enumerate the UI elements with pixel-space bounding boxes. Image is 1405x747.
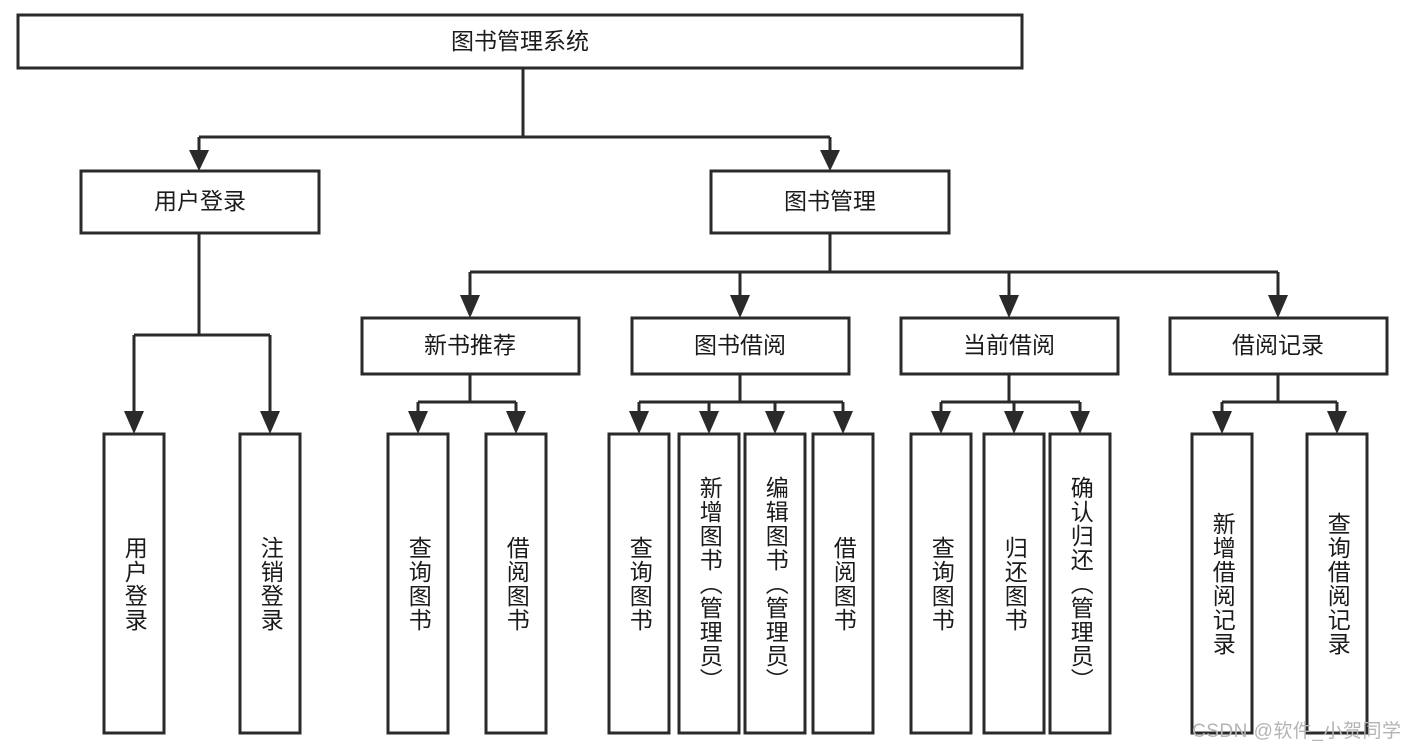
node-current-borrow-label: 当前借阅: [963, 332, 1055, 358]
arrow-head-leaf-borrow-book: [833, 411, 853, 434]
node-root[interactable]: 图书管理系统: [16, 13, 1024, 70]
node-leaf-confirm-return-rect[interactable]: [1048, 432, 1112, 735]
node-user-login[interactable]: 用户登录: [79, 169, 321, 235]
node-current-borrow[interactable]: 当前借阅: [899, 316, 1120, 376]
arrow-head-leaf-query-book-recommend: [408, 411, 428, 434]
arrow-head-leaf-query-borrow-record: [1327, 411, 1347, 434]
arrow-head-leaf-return-book: [1004, 411, 1024, 434]
connector-root-to-level2: [189, 68, 840, 171]
connector-user-login-group: [124, 233, 280, 434]
node-borrow-record[interactable]: 借阅记录: [1168, 316, 1389, 376]
arrow-head-leaf-query-book-current: [931, 411, 951, 434]
arrow-head-book-borrow: [730, 295, 750, 318]
node-leaf-logout-rect[interactable]: [238, 432, 302, 735]
node-borrow-record-label: 借阅记录: [1232, 332, 1324, 358]
node-new-book-recommend[interactable]: 新书推荐: [360, 316, 581, 376]
node-leaf-add-book-rect[interactable]: [677, 432, 741, 735]
connector-book-borrow-group: [629, 374, 853, 434]
arrow-head-book-manage: [820, 150, 840, 171]
arrow-head-current-borrow: [999, 295, 1019, 318]
node-user-login-label: 用户登录: [154, 188, 246, 214]
node-root-rect[interactable]: [16, 13, 1024, 70]
node-leaf-borrow-book-rect[interactable]: [811, 432, 875, 735]
arrow-head-leaf-edit-book: [765, 411, 785, 434]
node-leaf-user-login-rect[interactable]: [102, 432, 166, 735]
arrow-head-user-login: [189, 150, 209, 171]
node-leaf-add-borrow-record-rect[interactable]: [1190, 432, 1254, 735]
arrow-head-leaf-logout: [260, 411, 280, 434]
node-book-manage-rect[interactable]: [709, 169, 951, 235]
node-book-manage-label: 图书管理: [784, 188, 876, 214]
node-book-borrow[interactable]: 图书借阅: [630, 316, 851, 376]
node-borrow-record-rect[interactable]: [1168, 316, 1389, 376]
node-current-borrow-rect[interactable]: [899, 316, 1120, 376]
csdn-watermark: CSDN @软件_小贺同学: [1192, 721, 1402, 742]
arrow-head-borrow-record: [1268, 295, 1288, 318]
node-leaf-borrow-book-recommend-rect[interactable]: [484, 432, 548, 735]
connector-borrow-record-group: [1212, 374, 1347, 434]
arrow-head-leaf-add-borrow-record: [1212, 411, 1232, 434]
arrow-head-leaf-borrow-book-recommend: [506, 411, 526, 434]
node-new-book-recommend-rect[interactable]: [360, 316, 581, 376]
node-book-borrow-label: 图书借阅: [694, 332, 786, 358]
arrow-head-new-book-recommend: [460, 295, 480, 318]
node-leaf-edit-book-rect[interactable]: [743, 432, 807, 735]
node-book-borrow-rect[interactable]: [630, 316, 851, 376]
arrow-head-leaf-add-book: [699, 411, 719, 434]
connector-new-book-recommend-group: [408, 374, 526, 434]
leaf-rects: [102, 432, 1369, 735]
connector-book-manage-group: [460, 233, 1288, 318]
node-leaf-query-book-recommend-rect[interactable]: [386, 432, 450, 735]
arrow-head-leaf-query-book-borrow: [629, 411, 649, 434]
node-user-login-rect[interactable]: [79, 169, 321, 235]
node-book-manage[interactable]: 图书管理: [709, 169, 951, 235]
connector-current-borrow-group: [931, 374, 1090, 434]
node-leaf-query-book-borrow-rect[interactable]: [607, 432, 671, 735]
node-new-book-recommend-label: 新书推荐: [424, 332, 516, 358]
node-leaf-query-borrow-record-rect[interactable]: [1305, 432, 1369, 735]
arrow-head-leaf-user-login: [124, 411, 144, 434]
arrow-head-leaf-confirm-return: [1070, 411, 1090, 434]
node-root-label: 图书管理系统: [451, 28, 589, 54]
node-leaf-query-book-current-rect[interactable]: [909, 432, 973, 735]
node-leaf-return-book-rect[interactable]: [982, 432, 1046, 735]
